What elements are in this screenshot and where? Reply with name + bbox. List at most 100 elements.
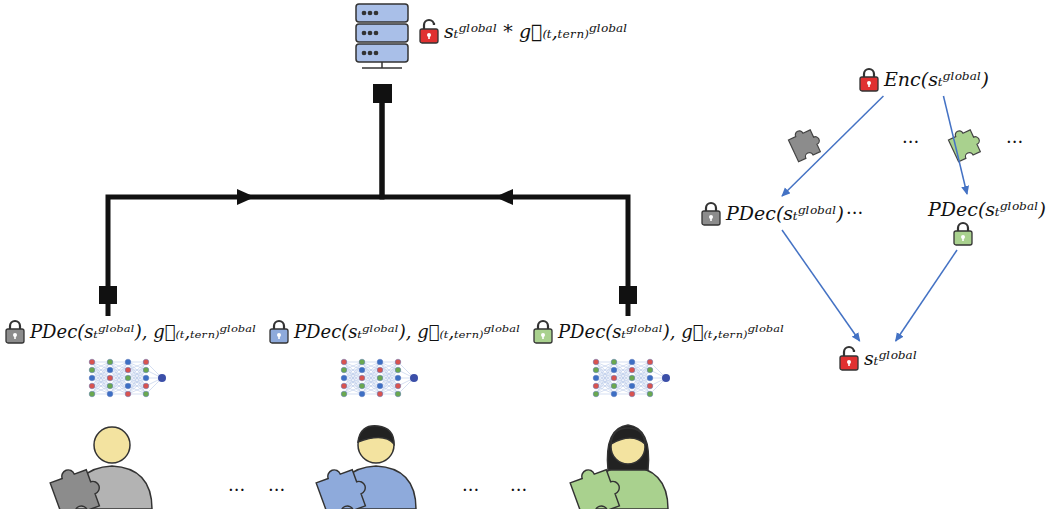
unlocked-padlock [418,18,440,44]
net-neuron [647,383,653,389]
net-neuron [395,391,401,397]
key-share-piece [568,462,625,509]
neural-net-icon [593,359,670,397]
net-neuron [593,391,599,397]
formula-text: PDec(sₜᵍˡᵒᵇᵃˡ) [726,202,844,224]
net-neuron [341,375,347,381]
net-neuron [359,359,365,365]
partial-decryption: PDec(sₜᵍˡᵒᵇᵃˡ) [700,200,844,226]
ellipsis-label: ... [1006,126,1023,147]
net-neuron [395,375,401,381]
key-share-piece [314,462,371,509]
client-node: PDec(sₜᵍˡᵒᵇᵃˡ), g⃗₍ₜ,ₜₑᵣₙ₎ᵍˡᵒᵇᵃˡ [4,318,256,344]
ellipsis-label: ... [902,126,919,147]
net-neuron [377,391,383,397]
net-neuron [143,367,149,373]
net-neuron [377,375,383,381]
net-neuron [143,359,149,365]
net-neuron [89,383,95,389]
formula-text: PDec(sₜᵍˡᵒᵇᵃˡ), g⃗₍ₜ,ₜₑᵣₙ₎ᵍˡᵒᵇᵃˡ [294,321,520,342]
net-neuron [629,391,635,397]
formula-text: sₜᵍˡᵒᵇᵃˡ [864,347,917,369]
lock-body [420,29,438,43]
net-neuron [377,367,383,373]
keyhole [14,335,16,339]
connector [99,100,382,316]
net-neuron [647,375,653,381]
net-neuron [359,383,365,389]
connector [782,96,883,196]
bus-line [108,100,382,316]
padlock [4,318,26,344]
formula-text: PDec(sₜᵍˡᵒᵇᵃˡ), g⃗₍ₜ,ₜₑᵣₙ₎ᵍˡᵒᵇᵃˡ [30,321,256,342]
net-neuron [125,367,131,373]
net-neuron [629,367,635,373]
formula-text: Enc(sₜᵍˡᵒᵇᵃˡ) [884,68,989,90]
connector [896,250,957,341]
net-neuron [89,391,95,397]
net-neuron [629,383,635,389]
net-neuron [611,375,617,381]
arrow-line [943,96,967,194]
net-neuron [647,359,653,365]
keyhole [278,335,280,339]
decrypted-key: sₜᵍˡᵒᵇᵃˡ [838,345,917,371]
ellipsis-label: ... [510,474,527,495]
net-neuron [143,375,149,381]
net-neuron [107,359,113,365]
net-neuron [593,359,599,365]
net-neuron [593,383,599,389]
keyhole [542,335,544,339]
net-neuron [89,367,95,373]
net-neuron [359,367,365,373]
keyhole [428,35,430,39]
net-neuron [107,391,113,397]
net-neuron [107,367,113,373]
bus-line [382,100,628,316]
connector [782,230,860,341]
ellipsis-label: ... [228,474,245,495]
net-link [614,370,632,394]
lock-body [702,211,720,225]
partial-decryption: PDec(sₜᵍˡᵒᵇᵃˡ) [928,198,1046,246]
net-neuron [341,367,347,373]
lock-body [860,77,878,91]
net-neuron [395,383,401,389]
net-neuron [359,391,365,397]
lock-body [534,329,552,343]
net-link [128,370,146,394]
port-square [99,286,117,304]
net-neuron [125,359,131,365]
net-link [110,370,128,394]
net-neuron [359,375,365,381]
arrow-line [782,96,883,196]
port-square [619,286,637,304]
net-neuron [647,391,653,397]
net-link [92,370,110,394]
net-neuron [125,375,131,381]
net-output [410,374,418,382]
net-neuron [611,359,617,365]
net-neuron [143,391,149,397]
net-neuron [611,391,617,397]
padlock [952,220,974,246]
key-share-piece [787,125,824,162]
net-neuron [143,383,149,389]
unlocked-padlock [838,345,860,371]
net-neuron [125,383,131,389]
net-neuron [89,359,95,365]
arrow-line [782,230,860,341]
ellipsis-label: ... [462,474,479,495]
ellipsis-label: ··· [846,202,863,223]
padlock [700,200,722,226]
net-neuron [107,383,113,389]
keyhole [848,362,850,366]
formula-text: PDec(sₜᵍˡᵒᵇᵃˡ), g⃗₍ₜ,ₜₑᵣₙ₎ᵍˡᵒᵇᵃˡ [558,321,784,342]
net-neuron [593,375,599,381]
net-neuron [341,359,347,365]
net-link [596,370,614,394]
keyhole [868,83,870,87]
lock-body [6,329,24,343]
net-neuron [593,367,599,373]
padlock [268,318,290,344]
